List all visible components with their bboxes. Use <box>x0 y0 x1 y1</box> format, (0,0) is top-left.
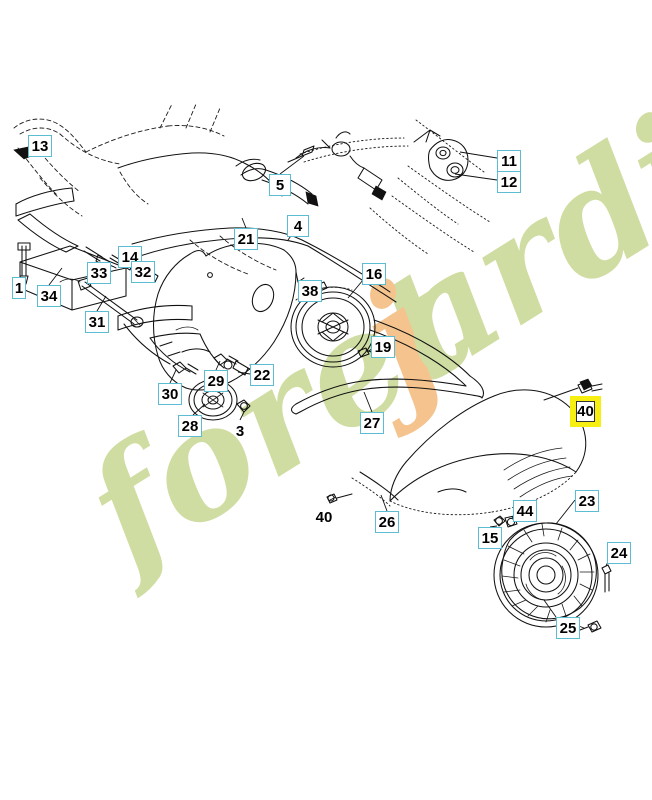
callout-4[interactable]: 4 <box>287 215 309 237</box>
callout-34[interactable]: 34 <box>37 285 61 307</box>
callout-15[interactable]: 15 <box>478 527 502 549</box>
pulley-28 <box>188 379 251 421</box>
mower-deck-body <box>131 227 397 391</box>
callout-27[interactable]: 27 <box>360 412 384 434</box>
callout-26[interactable]: 26 <box>375 511 399 533</box>
left-bracket <box>117 305 225 373</box>
callout-24[interactable]: 24 <box>607 542 631 564</box>
bolt-40-lower <box>326 493 353 504</box>
callout-1[interactable]: 1 <box>12 277 26 299</box>
callout-29[interactable]: 29 <box>204 370 228 392</box>
callout-40-selected[interactable]: 40 <box>570 396 601 427</box>
callout-28[interactable]: 28 <box>178 415 202 437</box>
rear-tire-23 <box>493 522 599 628</box>
belt-27 <box>290 319 485 415</box>
callout-33[interactable]: 33 <box>87 262 111 284</box>
callout-3[interactable]: 3 <box>235 422 245 440</box>
rod-31 <box>77 277 144 328</box>
callout-32[interactable]: 32 <box>131 261 155 283</box>
frame-handle-assembly <box>13 103 319 253</box>
callout-38[interactable]: 38 <box>298 280 322 302</box>
callout-22[interactable]: 22 <box>250 364 274 386</box>
callout-40-plain[interactable]: 40 <box>315 508 333 526</box>
large-pulley-16 <box>290 286 376 368</box>
discharge-chute-26 <box>351 389 587 516</box>
callout-5[interactable]: 5 <box>269 174 291 196</box>
callout-16[interactable]: 16 <box>362 263 386 285</box>
callout-12[interactable]: 12 <box>497 171 521 193</box>
callout-21[interactable]: 21 <box>234 228 258 250</box>
callout-11[interactable]: 11 <box>497 150 521 172</box>
callout-30[interactable]: 30 <box>158 383 182 405</box>
callout-31[interactable]: 31 <box>85 311 109 333</box>
upper-linkage <box>287 119 491 255</box>
bolt-40-selected <box>543 378 603 401</box>
hub-fasteners <box>493 515 612 633</box>
callout-25[interactable]: 25 <box>556 617 580 639</box>
callout-13[interactable]: 13 <box>28 135 52 157</box>
callout-23[interactable]: 23 <box>575 490 599 512</box>
callout-19[interactable]: 19 <box>371 336 395 358</box>
callout-44[interactable]: 44 <box>513 500 537 522</box>
leader-lines <box>25 144 613 629</box>
callout-label: 40 <box>576 401 595 422</box>
